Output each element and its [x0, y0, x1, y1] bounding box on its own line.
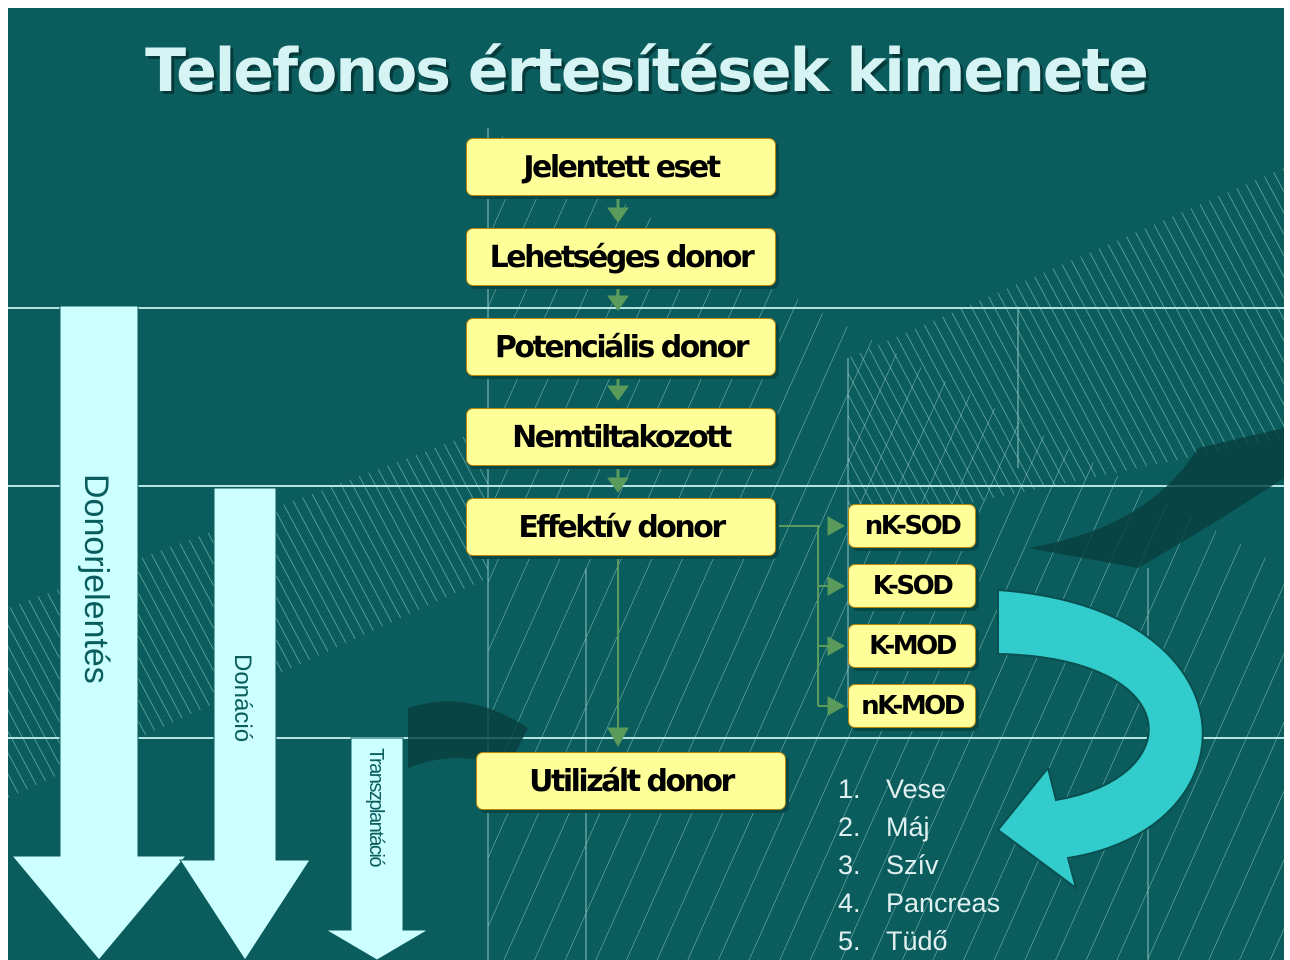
organ-item: 5.Tüdő — [838, 926, 948, 956]
flow-step-potencialis-donor: Potenciális donor — [466, 318, 776, 376]
curved-arrow — [996, 588, 1204, 891]
branch-k-mod: K-MOD — [848, 624, 976, 668]
donacio-arrow — [179, 487, 311, 960]
organ-item: 2.Máj — [838, 812, 930, 842]
flow-step-lehetseges-donor: Lehetséges donor — [466, 228, 776, 286]
organ-item: 3.Szív — [838, 850, 939, 880]
slide-title: Telefonos értesítések kimenete — [145, 36, 1149, 106]
flow-step-nemtiltakozott: Nemtiltakozott — [466, 408, 776, 466]
slide: Telefonos értesítések kimenete Jelentett… — [8, 8, 1284, 960]
label-transzplantacio: Transzplantáció — [365, 748, 387, 866]
flow-step-utilizalt-donor: Utilizált donor — [476, 752, 786, 810]
donorjelentes-arrow — [10, 305, 188, 960]
branch-nk-mod: nK-MOD — [848, 684, 976, 728]
label-donorjelentes: Donorjelentés — [77, 474, 115, 684]
organ-item: 4.Pancreas — [838, 888, 1001, 918]
organ-item: 1.Vese — [838, 774, 947, 804]
flow-step-effektiv-donor: Effektív donor — [466, 498, 776, 556]
transzplantacio-arrow — [324, 737, 430, 960]
label-donacio: Donáció — [229, 654, 256, 743]
branch-nk-sod: nK-SOD — [848, 504, 976, 548]
flow-step-jelentett-eset: Jelentett eset — [466, 138, 776, 196]
branch-k-sod: K-SOD — [848, 564, 976, 608]
organ-list: 1.Vese 2.Máj 3.Szív 4.Pancreas 5.Tüdő — [838, 770, 1000, 960]
